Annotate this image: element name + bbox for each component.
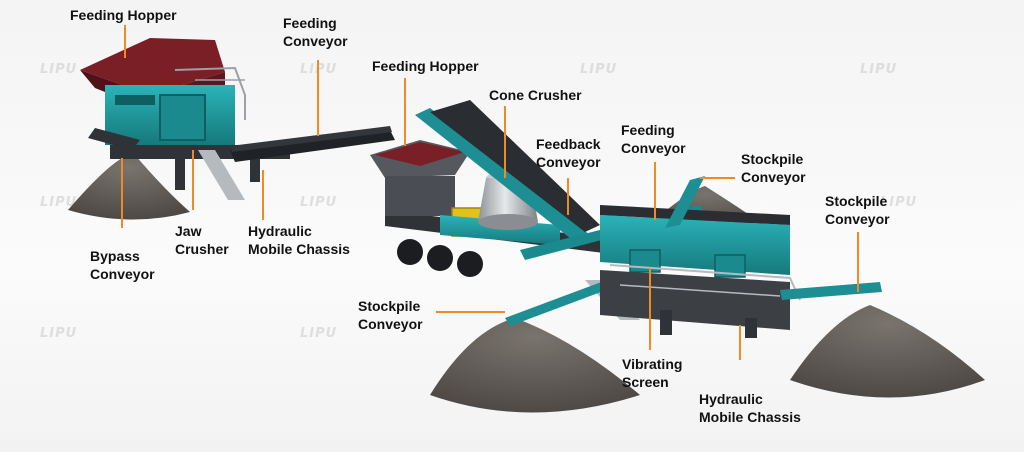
stockpile-right: [790, 305, 985, 398]
label-jaw-crusher: Jaw Crusher: [175, 223, 229, 257]
watermark: LIPU: [300, 195, 338, 210]
bypass-conveyor: [88, 128, 140, 150]
watermark: LIPU: [880, 195, 918, 210]
feedback-conveyor: [415, 108, 590, 242]
wheel: [427, 245, 453, 271]
label-stockpile-conveyor-top: Stockpile Conveyor: [741, 151, 806, 185]
label-hydraulic-chassis-right: Hydraulic Mobile Chassis: [699, 391, 801, 425]
wheel: [397, 239, 423, 265]
label-feeding-conveyor-left: Feeding Conveyor: [283, 15, 348, 49]
label-feedback-conveyor: Feedback Conveyor: [536, 136, 601, 170]
watermark: LIPU: [860, 62, 898, 77]
stockpile-conveyor-center: [505, 275, 625, 326]
stockpile-left: [68, 154, 190, 220]
label-vibrating-screen: Vibrating Screen: [622, 356, 683, 390]
feeding-conveyor-left: [230, 130, 395, 162]
watermark: LIPU: [580, 62, 618, 77]
feeding-hopper-left: [80, 38, 225, 95]
watermark: LIPU: [40, 195, 78, 210]
watermark: LIPU: [300, 326, 338, 341]
label-feeding-hopper-center: Feeding Hopper: [372, 58, 479, 74]
label-stockpile-conveyor-center: Stockpile Conveyor: [358, 298, 423, 332]
label-feeding-hopper-left: Feeding Hopper: [70, 7, 177, 23]
watermark: LIPU: [40, 326, 78, 341]
stockpile-center: [430, 318, 640, 413]
label-stockpile-conveyor-right: Stockpile Conveyor: [825, 193, 890, 227]
label-cone-crusher: Cone Crusher: [489, 87, 582, 103]
label-feeding-conveyor-right: Feeding Conveyor: [621, 122, 686, 156]
watermark: LIPU: [40, 62, 78, 77]
label-bypass-conveyor: Bypass Conveyor: [90, 248, 155, 282]
label-hydraulic-chassis-left: Hydraulic Mobile Chassis: [248, 223, 350, 257]
right-chassis: [600, 270, 790, 330]
wheel: [457, 251, 483, 277]
leader-lines: [121, 25, 859, 360]
stockpile-conveyor-top: [665, 176, 705, 228]
stockpile-conveyor-right: [780, 282, 882, 300]
